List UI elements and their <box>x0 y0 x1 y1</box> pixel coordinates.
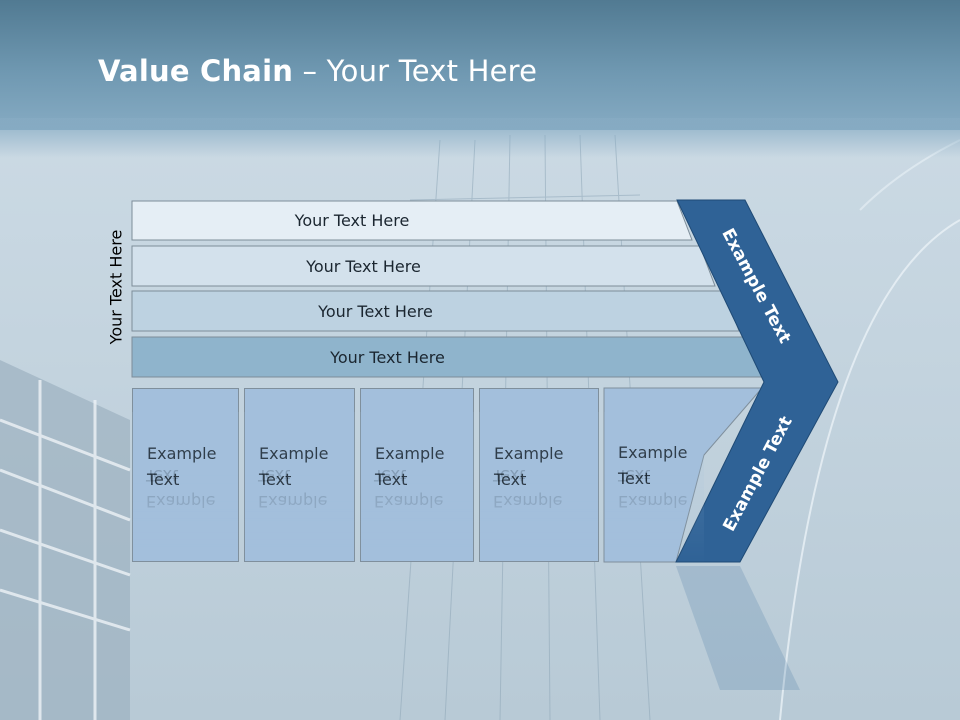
activity-box-3-line1: Example <box>375 444 445 463</box>
activity-box-4-line1: Example <box>494 444 564 463</box>
bar-row-4: Your Text Here <box>132 337 763 377</box>
bar-row-1: Your Text Here <box>132 201 692 240</box>
bar-shape-2 <box>131 245 716 287</box>
activity-box-2-line2: Text <box>259 470 292 489</box>
header-fade <box>0 118 960 158</box>
box-shape-5 <box>603 387 764 563</box>
activity-box-3-line2: Text <box>375 470 408 489</box>
bar-shape-1 <box>131 200 693 241</box>
page-title: Value Chain – Your Text Here <box>98 54 537 88</box>
activity-box-1-line1: Example <box>147 444 217 463</box>
activity-box-2-line1: Example <box>259 444 329 463</box>
activity-box-5-line2: Text <box>618 469 651 488</box>
bar-row-3-label: Your Text Here <box>318 301 433 321</box>
bar-row-2-label: Your Text Here <box>306 256 421 276</box>
header-band <box>0 0 960 130</box>
title-rest: – Your Text Here <box>293 54 538 88</box>
activity-box-1-line2: Text <box>147 470 180 489</box>
bar-row-1-label: Your Text Here <box>294 211 410 230</box>
bar-row-3: Your Text Here <box>132 291 739 331</box>
bar-shape-3 <box>131 290 740 332</box>
activity-box-4-line2: Text <box>494 470 527 489</box>
bar-row-2: Your Text Here <box>132 246 715 286</box>
activity-box-5-line1: Example <box>618 443 688 462</box>
chevron-shape <box>675 199 839 563</box>
bar-row-4-label: Your Text Here <box>330 347 445 367</box>
title-bold: Value Chain <box>98 54 294 88</box>
